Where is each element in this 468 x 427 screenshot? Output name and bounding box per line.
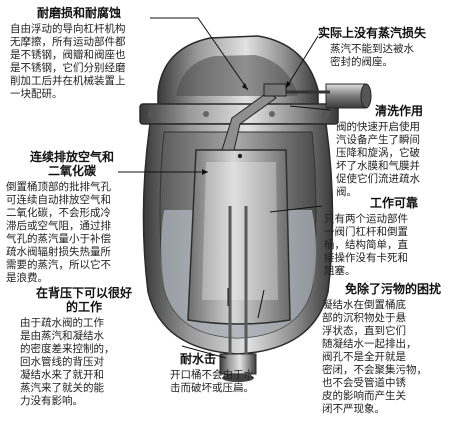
inlet-nozzle bbox=[219, 353, 257, 375]
callout-reliable: 工作可靠 只有两个运动部件 一阀门杠杆和倒置 桶，结构简单，直 接操作没有卡死和… bbox=[324, 196, 464, 278]
callout-title: 耐磨损和耐腐蚀 bbox=[36, 6, 121, 20]
callout-title: 工作可靠 bbox=[369, 196, 418, 210]
inverted-bucket bbox=[187, 149, 291, 325]
callout-text: 阀的快速开启使用 汽设备产生了瞬间 压降和旋涡，它破 坏了水膜和气膜并 促使它们… bbox=[336, 121, 420, 198]
callout-title: 在背压下可以很好 的工作 bbox=[35, 286, 132, 314]
callout-dirt-free: 免除了污物的困扰 凝结水在倒置桶底 部的沉积物处于悬 浮状态，直到它们 随凝结水… bbox=[322, 282, 464, 416]
callout-no-steam-loss: 实际上没有蒸汽损失 蒸汽不能到达被水 密封的阀座。 bbox=[318, 26, 463, 69]
callout-title: 清洗作用 bbox=[374, 104, 423, 118]
callout-continuous-venting: 连续排放空气和 二氧化碳 倒置桶顶部的批排气孔 可连续自动排放空气和 二氧化碳，… bbox=[6, 150, 138, 285]
callout-wear-corrosion: 耐磨损和耐腐蚀 自由浮动的导向杠杆机构 无摩擦，所有运动部件都 是不锈钢，阀瓣和… bbox=[10, 6, 148, 101]
callout-text: 只有两个运动部件 一阀门杠杆和倒置 桶，结构简单，直 接操作没有卡死和 阻塞。 bbox=[324, 213, 408, 277]
callout-back-pressure: 在背压下可以很好 的工作 由于疏水阀的工作 是由蒸汽和凝结水 的密度差来控制的，… bbox=[20, 286, 148, 408]
valve-lever bbox=[221, 91, 277, 151]
callout-self-cleaning: 清洗作用 阀的快速开启使用 汽设备产生了瞬间 压降和旋涡，它破 坏了水膜和气膜并… bbox=[336, 104, 462, 199]
callout-text: 倒置桶顶部的批排气孔 可连续自动排放空气和 二氧化碳，不会形成冷 滞后或空气阻，… bbox=[6, 181, 111, 284]
callout-text: 自由浮动的导向杠杆机构 无摩擦，所有运动部件都 是不锈钢，阀瓣和阀座也 是不锈钢… bbox=[10, 23, 126, 100]
callout-text: 开口桶不会由于水 击而破坏或压扁。 bbox=[170, 369, 254, 394]
callout-text: 凝结水在倒置桶底 部的沉积物处于悬 浮状态，直到它们 随凝结水一起排出， 阀孔不… bbox=[322, 299, 427, 415]
callout-water-hammer: 耐水击 开口桶不会由于水 击而破坏或压扁。 bbox=[170, 352, 302, 395]
callout-title: 连续排放空气和 二氧化碳 bbox=[29, 150, 114, 178]
callout-title: 实际上没有蒸汽损失 bbox=[318, 26, 427, 40]
callout-title: 耐水击 bbox=[180, 352, 217, 366]
valve-seat bbox=[263, 83, 287, 97]
callout-title: 免除了污物的困扰 bbox=[344, 282, 441, 296]
leader-lines bbox=[118, 17, 331, 359]
callout-text: 由于疏水阀的工作 是由蒸汽和凝结水 的密度差来控制的， 回水管线的背压对 凝结水… bbox=[20, 317, 115, 407]
callout-text: 蒸汽不能到达被水 密封的阀座。 bbox=[330, 43, 414, 68]
